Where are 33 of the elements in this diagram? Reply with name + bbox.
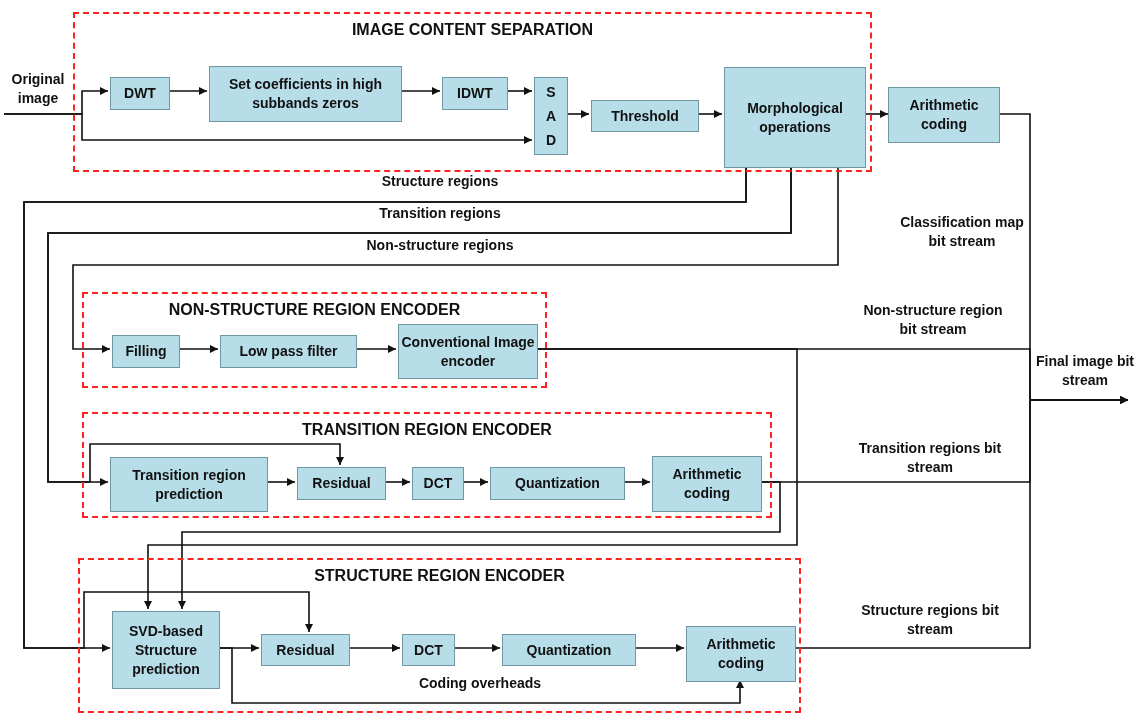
process-box: IDWT (442, 77, 508, 110)
group-title: TRANSITION REGION ENCODER (301, 420, 553, 440)
group-title: NON-STRUCTURE REGION ENCODER (167, 300, 462, 320)
group-title: STRUCTURE REGION ENCODER (313, 566, 566, 586)
process-box: Arithmetic coding (652, 456, 762, 512)
process-box: Conventional Image encoder (398, 324, 538, 379)
dashed-group-frame (82, 412, 772, 518)
process-box: DCT (412, 467, 464, 500)
dashed-group-frame (78, 558, 801, 713)
process-box: SAD (534, 77, 568, 155)
process-box: Threshold (591, 100, 699, 132)
process-box: Morphological operations (724, 67, 866, 168)
process-box: DCT (402, 634, 455, 666)
arrow (3, 113, 533, 144)
arrow (178, 481, 781, 610)
process-box: Filling (112, 335, 180, 368)
process-box: SVD-based Structure prediction (112, 611, 220, 689)
arrow (144, 348, 798, 610)
process-box: DWT (110, 77, 170, 110)
process-box: Residual (297, 467, 386, 500)
process-box: Low pass filter (220, 335, 357, 368)
input-label: Final image bit stream (1030, 350, 1140, 400)
dashed-group-frame (82, 292, 547, 388)
process-box: Set coefficients in high subbands zeros (209, 66, 402, 122)
process-box: Arithmetic coding (686, 626, 796, 682)
process-box: Residual (261, 634, 350, 666)
process-box: Quantization (490, 467, 625, 500)
input-label: Original image (4, 68, 72, 116)
process-box: Arithmetic coding (888, 87, 1000, 143)
process-box: Quantization (502, 634, 636, 666)
dashed-group-frame (73, 12, 872, 172)
group-title: IMAGE CONTENT SEPARATION (350, 20, 595, 40)
process-box: Transition region prediction (110, 457, 268, 512)
